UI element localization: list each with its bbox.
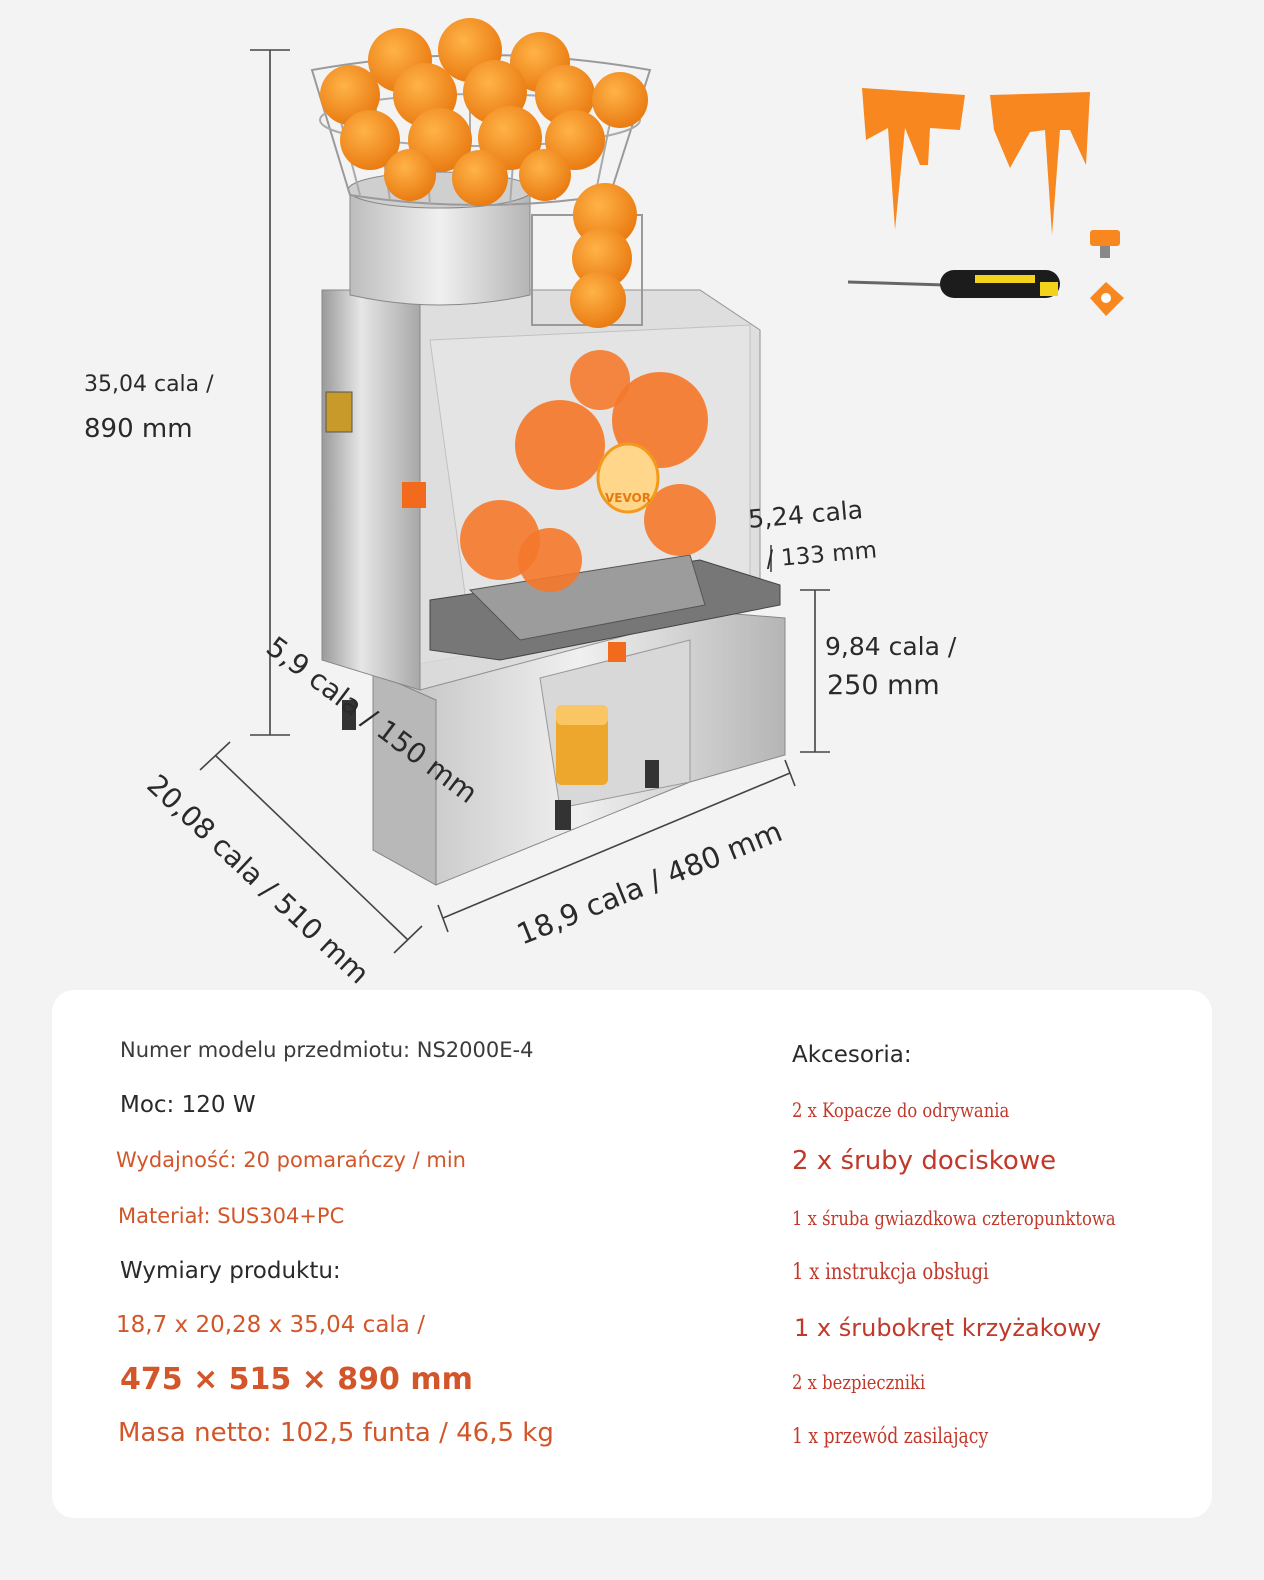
accessory-item: 1 x śrubokręt krzyżakowy [794, 1314, 1102, 1342]
accessory-item: 2 x bezpieczniki [792, 1370, 926, 1394]
accessory-item: 1 x przewód zasilający [792, 1424, 989, 1448]
accessories-title: Akcesoria: [792, 1042, 912, 1068]
spec-dimensions-mm: 475 × 515 × 890 mm [120, 1362, 473, 1397]
spec-card: Numer modelu przedmiotu: NS2000E-4 Moc: … [52, 990, 1212, 1518]
cup-height-in-label: 9,84 cala / [825, 632, 957, 661]
accessory-screws [1090, 230, 1124, 316]
lower-cabinet [342, 611, 786, 886]
vevor-logo: VEVOR [605, 491, 651, 505]
spec-dimensions-in: 18,7 x 20,28 x 35,04 cala / [116, 1312, 425, 1338]
accessory-screwdriver [847, 270, 1060, 298]
spec-capacity: Wydajność: 20 pomarańczy / min [116, 1148, 466, 1172]
accessory-item: 2 x śruby dociskowe [792, 1146, 1057, 1176]
height-in-label: 35,04 cala / [84, 372, 214, 397]
height-mm-label: 890 mm [84, 414, 193, 444]
spec-weight: Masa netto: 102,5 funta / 46,5 kg [118, 1418, 554, 1448]
spec-material: Materiał: SUS304+PC [118, 1204, 345, 1228]
oranges-in-bowl [320, 18, 648, 206]
feed-tube [531, 183, 643, 328]
spec-power: Moc: 120 W [120, 1092, 256, 1118]
spec-dimensions-label: Wymiary produktu: [120, 1258, 341, 1284]
juicer-illustration: VEVOR [199, 18, 1124, 954]
spec-model: Numer modelu przedmiotu: NS2000E-4 [120, 1038, 534, 1062]
squeezer-cups: VEVOR [460, 350, 716, 662]
cup-height-mm-label: 250 mm [827, 670, 940, 701]
accessory-item: 2 x Kopacze do odrywania [792, 1098, 1010, 1122]
accessory-item: 1 x śruba gwiazdkowa czteropunktowa [792, 1206, 1116, 1230]
accessory-item: 1 x instrukcja obsługi [792, 1260, 989, 1285]
accessory-peelers [862, 88, 1090, 235]
